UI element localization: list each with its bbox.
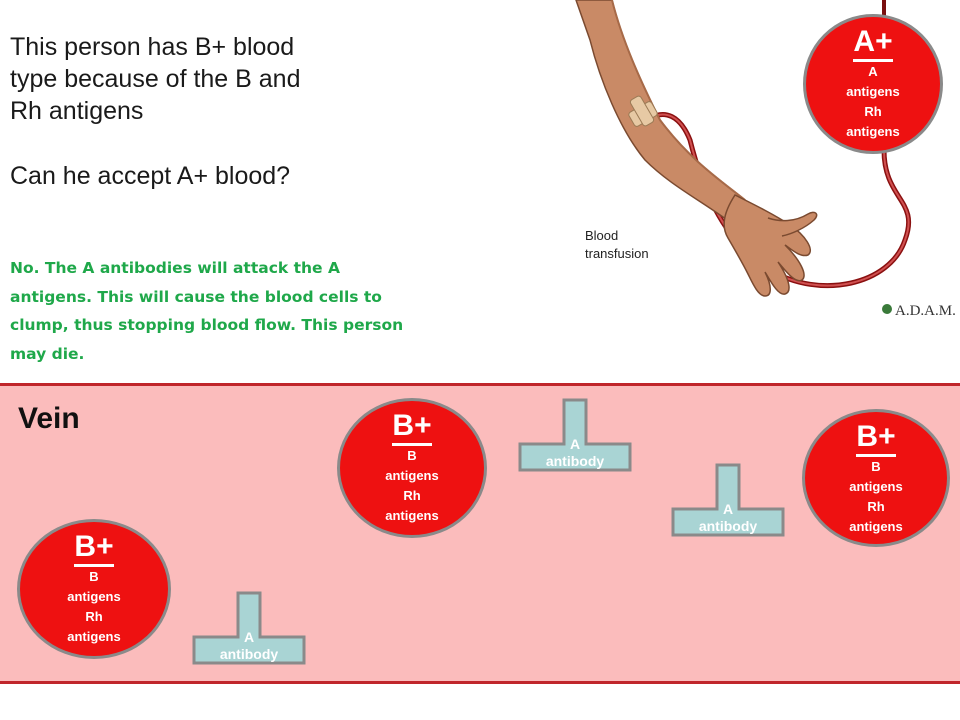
question-line: This person has B+ blood <box>10 33 295 61</box>
answer-line: clump, thus stopping blood flow. This pe… <box>10 316 404 335</box>
illustration-caption: Blood <box>585 228 618 243</box>
cell-antigen: antigens <box>385 468 439 483</box>
recipient-cell-b-plus: B+ B antigens Rh antigens <box>802 409 950 547</box>
cell-type: A+ <box>853 27 893 62</box>
cell-type: B+ <box>74 532 114 567</box>
antibody-label: antibody <box>698 518 758 534</box>
cell-antigen: antigens <box>385 508 439 523</box>
recipient-cell-b-plus: B+ B antigens Rh antigens <box>337 398 487 538</box>
illustration-caption: transfusion <box>585 246 649 261</box>
antibody-shape-icon <box>518 398 632 472</box>
cell-antigen: antigens <box>67 589 121 604</box>
antibody-label: A <box>569 436 581 452</box>
antibody-a: A antibody <box>192 591 306 665</box>
cell-type: B+ <box>392 411 432 446</box>
answer-line: antigens. This will cause the blood cell… <box>10 287 382 306</box>
cell-antigen: B <box>871 459 881 474</box>
hand-shape <box>723 194 811 297</box>
transfusion-illustration: Blood transfusion A.D.A.M. <box>575 0 956 319</box>
antibody-label: antibody <box>219 646 279 662</box>
answer-line: may die. <box>10 345 85 364</box>
donor-cell-a-plus: A+ A antigens Rh antigens <box>803 14 943 154</box>
cell-antigen: Rh <box>867 499 885 514</box>
cell-antigen: B <box>407 448 417 463</box>
antibody-a: A antibody <box>518 398 632 472</box>
question-text: This person has B+ blood type because of… <box>10 32 430 193</box>
question-line: type because of the B and <box>10 64 301 93</box>
cell-antigen: Rh <box>864 104 882 119</box>
antibody-label: A <box>243 629 255 645</box>
antibody-shape-icon <box>671 463 785 537</box>
cell-type: B+ <box>856 422 896 457</box>
cell-antigen: antigens <box>849 479 903 494</box>
answer-line: No. The A antibodies will attack the A <box>10 259 340 277</box>
cell-antigen: A <box>868 64 878 79</box>
recipient-cell-b-plus: B+ B antigens Rh antigens <box>17 519 171 659</box>
antibody-label: A <box>722 501 734 517</box>
adam-logo-icon <box>882 304 892 314</box>
answer-text: No. The A antibodies will attack the A a… <box>10 254 470 369</box>
arm-shape <box>575 0 747 224</box>
cell-antigen: antigens <box>846 84 900 99</box>
question-prompt: Can he accept A+ blood? <box>10 162 291 191</box>
antibody-shape-icon <box>192 591 306 665</box>
cell-antigen: Rh <box>403 488 421 503</box>
cell-antigen: antigens <box>846 124 900 139</box>
vein-label: Vein <box>18 402 80 435</box>
cell-antigen: antigens <box>849 519 903 534</box>
cell-antigen: B <box>89 569 99 584</box>
antibody-label: antibody <box>545 453 605 469</box>
question-line: Rh antigens <box>10 96 144 125</box>
antibody-a: A antibody <box>671 463 785 537</box>
illustration-credit: A.D.A.M. <box>895 303 956 319</box>
cell-antigen: Rh <box>85 609 103 624</box>
cell-antigen: antigens <box>67 629 121 644</box>
